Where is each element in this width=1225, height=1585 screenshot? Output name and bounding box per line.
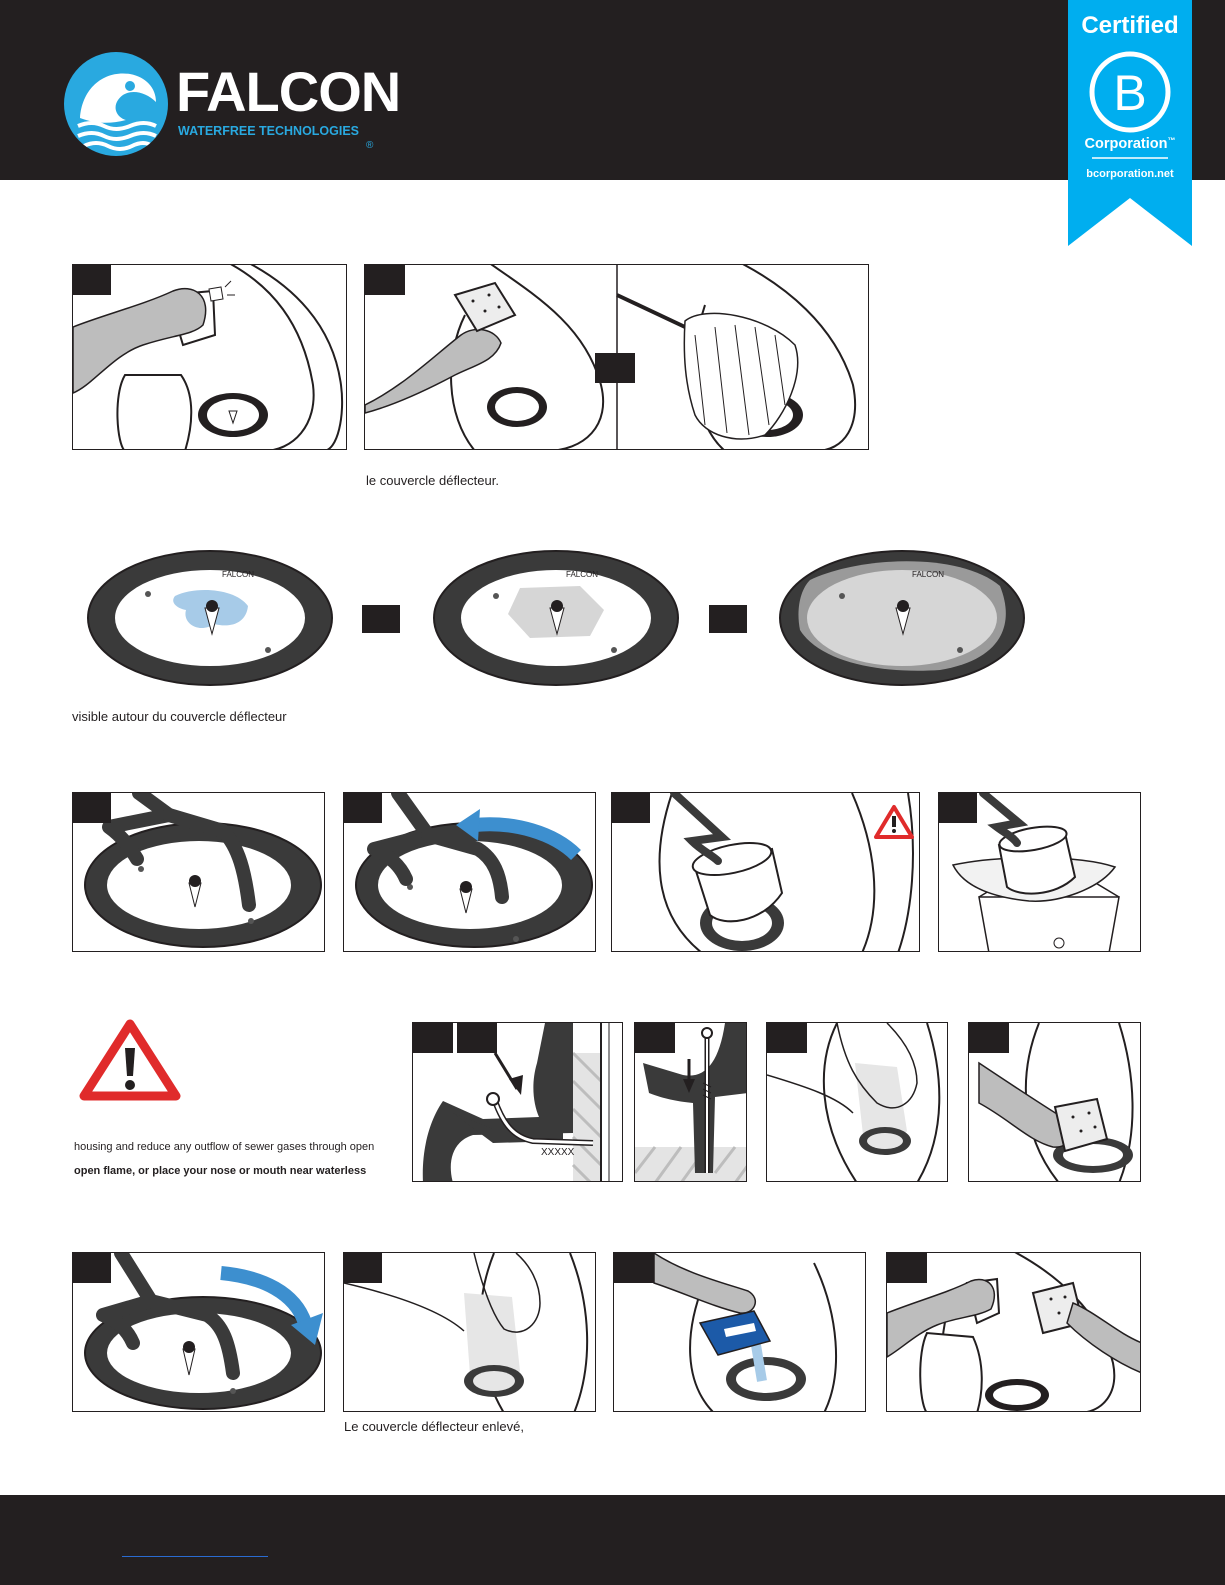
bcorp-badge: B Certified Corporation™ bcorporation.ne… xyxy=(1068,0,1192,246)
curved-arrow-icon xyxy=(220,1266,312,1326)
warning-triangle-icon xyxy=(79,1019,181,1101)
step-number-badge xyxy=(365,265,405,295)
bcorp-url: bcorporation.net xyxy=(1086,168,1174,180)
caption-warning-line1: housing and reduce any outflow of sewer … xyxy=(74,1141,375,1153)
footer-link-underline[interactable] xyxy=(122,1556,268,1557)
step-number-badge xyxy=(595,353,635,383)
step-panel-tool-reinstall xyxy=(72,1252,325,1412)
step-number-badge xyxy=(887,1253,927,1283)
step-panel-dispose xyxy=(938,792,1141,952)
step-number-badge xyxy=(614,1253,654,1283)
step-panel-sponge-wipe xyxy=(968,1022,1141,1182)
header-bar xyxy=(0,0,1225,180)
caption-step5: Le couvercle déflecteur enlevé, xyxy=(344,1419,524,1434)
caption-warning-line2: open flame, or place your nose or mouth … xyxy=(74,1165,367,1177)
step-panel-install-cartridge xyxy=(343,1252,596,1412)
step-number-badge xyxy=(73,1253,111,1283)
seal-marks-label: XXXXX xyxy=(541,1147,575,1158)
step-number-badge xyxy=(457,1023,497,1053)
cover-brand-label: FALCON xyxy=(912,570,944,579)
step-number-badge xyxy=(709,605,747,633)
bcorp-ribbon-icon: B xyxy=(1068,0,1192,246)
step-number-badge xyxy=(344,1253,382,1283)
cover-sequence: FALCON FALCON FALCON xyxy=(87,550,1025,686)
curved-arrow-icon xyxy=(473,817,581,861)
caption-step1: le couvercle déflecteur. xyxy=(366,473,499,488)
caption-step2: visible autour du couvercle déflecteur xyxy=(72,709,287,724)
step-number-badge xyxy=(939,793,977,823)
step-panel-sponge-and-mop xyxy=(364,264,869,450)
falcon-logo: FALCON WATERFREE TECHNOLOGIES ® xyxy=(64,52,401,162)
step-panel-pour-sealant xyxy=(613,1252,866,1412)
step-number-badge xyxy=(612,793,650,823)
step-panel-spray xyxy=(72,264,347,450)
brand-tagline: WATERFREE TECHNOLOGIES xyxy=(178,124,360,138)
step-panel-tool-insert xyxy=(72,792,325,952)
footer-bar xyxy=(0,1495,1225,1585)
warning-triangle-icon xyxy=(874,805,914,839)
step-panel-lift-cartridge xyxy=(611,792,920,952)
step-panel-housing-view xyxy=(766,1022,948,1182)
step-number-badge xyxy=(73,793,111,823)
step-number-badge xyxy=(969,1023,1009,1053)
bcorp-letter: B xyxy=(1113,65,1146,121)
bcorp-certified-label: Certified xyxy=(1081,12,1179,39)
falcon-logo-icon xyxy=(64,52,168,156)
step-number-badge xyxy=(413,1023,453,1053)
brand-name: FALCON xyxy=(176,60,401,123)
cover-brand-label: FALCON xyxy=(222,570,254,579)
step-number-badge xyxy=(344,793,382,823)
bcorp-corporation-label: Corporation™ xyxy=(1084,136,1176,152)
step-number-badge xyxy=(73,265,111,295)
step-number-badge xyxy=(362,605,400,633)
step-number-badge xyxy=(767,1023,807,1053)
cover-brand-label: FALCON xyxy=(566,570,598,579)
step-number-badge xyxy=(635,1023,675,1053)
step-panel-cross-section-floor xyxy=(634,1022,747,1182)
registered-mark: ® xyxy=(366,140,374,151)
step-panel-tool-rotate xyxy=(343,792,596,952)
step-panel-final-clean xyxy=(886,1252,1141,1412)
step-panel-cross-section-side: XXXXX xyxy=(412,1022,623,1182)
